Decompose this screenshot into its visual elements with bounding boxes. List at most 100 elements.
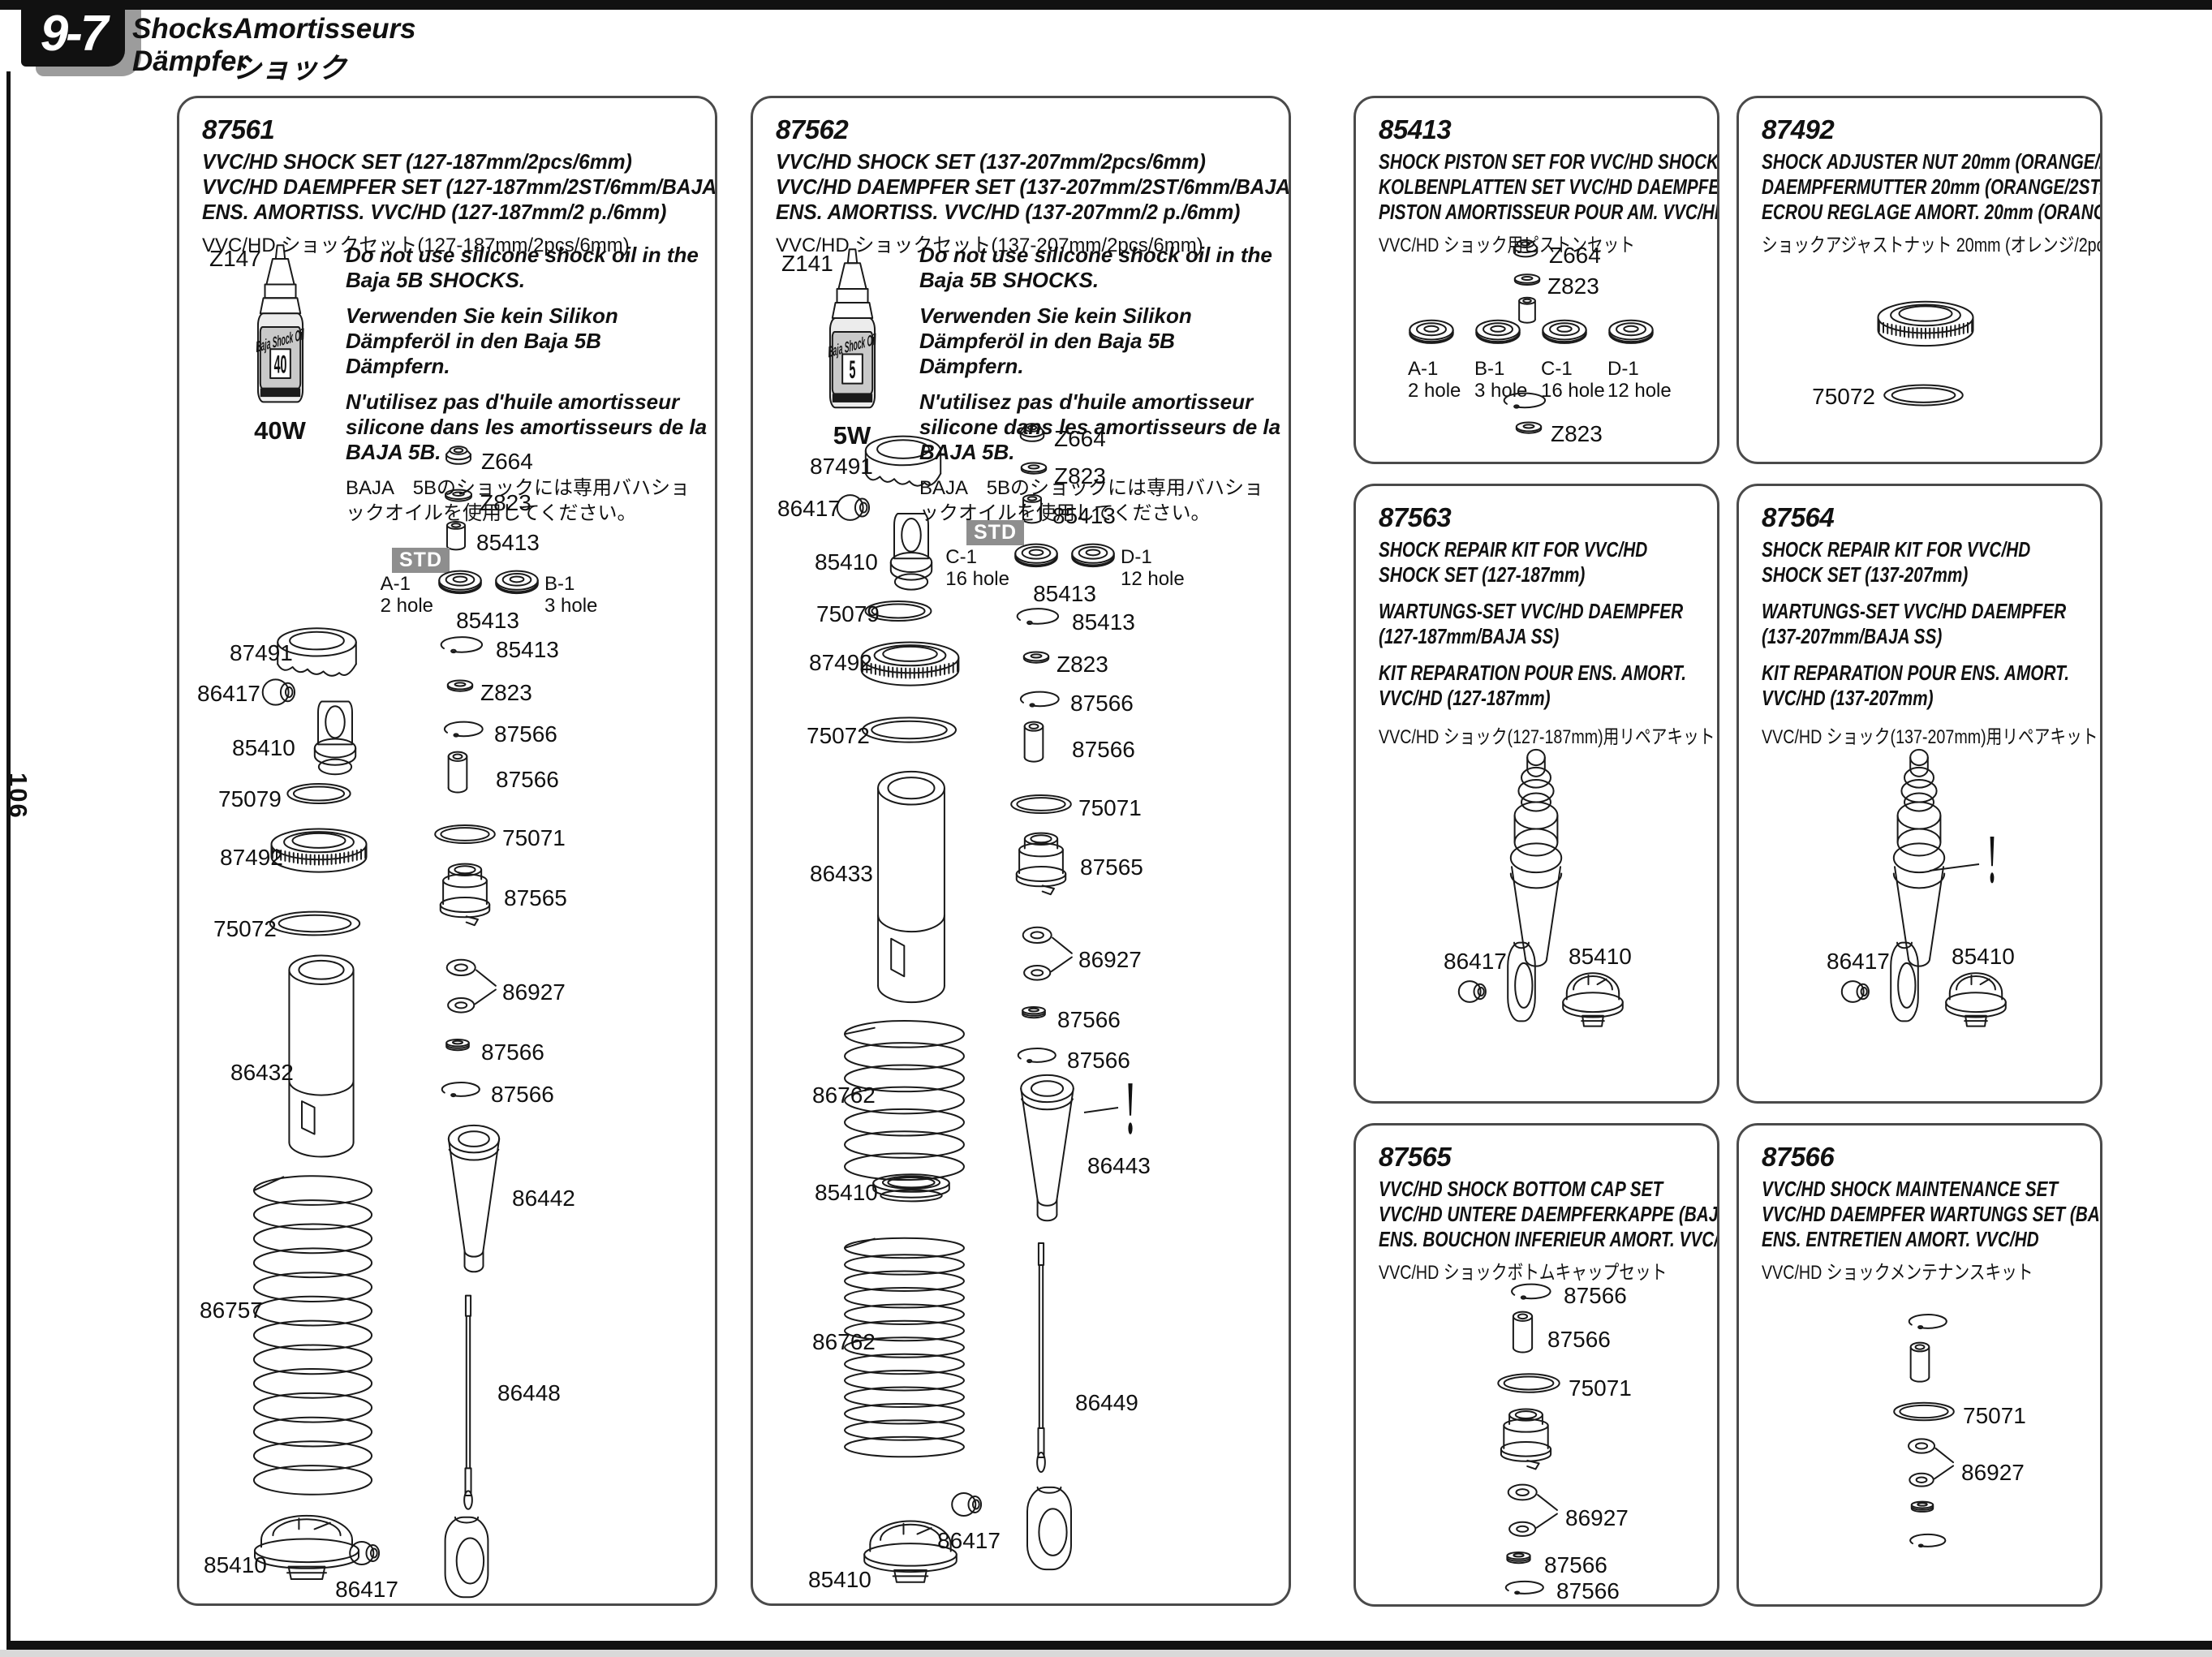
part-number-label: 87565 (504, 885, 567, 910)
part-piston-drawing (1607, 316, 1655, 351)
part-code: D-1 (1121, 546, 1152, 568)
part-piston-drawing (1408, 316, 1455, 351)
part-piston-drawing (1541, 316, 1588, 351)
part-number-label: 86762 (812, 1329, 876, 1354)
panel-title-line: VVC/HD UNTERE DAEMPFERKAPPE (BAJA SS) (1379, 1202, 1719, 1226)
panel-title-line: SHOCK ADJUSTER NUT 20mm (ORANGE/2pcs) (1762, 149, 2100, 174)
part-bushing-drawing (1513, 296, 1541, 325)
part-ball-drawing (258, 669, 304, 715)
page-left-border (6, 71, 11, 1650)
panel-title-line: SHOCK SET (137-207mm) (1762, 562, 1969, 587)
part-number-label: 85410 (204, 1552, 267, 1577)
part-cyl-drawing (441, 751, 475, 796)
part-number-label: Z823 (1551, 421, 1603, 446)
part-washer-drawing (445, 676, 476, 697)
part-piston-drawing (1013, 540, 1059, 575)
panel-title-line: SHOCK SET (127-187mm) (1379, 562, 1586, 587)
part-bushing-drawing (441, 520, 471, 553)
part-ball-drawing (1455, 973, 1494, 1010)
panel-title-line: PISTON AMORTISSEUR POUR AM. VVC/HD (1379, 200, 1719, 224)
part-number-label: 86448 (497, 1380, 561, 1405)
part-snapring-drawing (1495, 384, 1552, 416)
part-oring-drawing (863, 591, 934, 631)
part-oring-drawing (1009, 785, 1074, 823)
part-number-label: 85410 (808, 1567, 871, 1592)
part-piston-drawing (494, 566, 540, 601)
panel-title-line: VVC/HD SHOCK MAINTENANCE SET (1762, 1177, 2059, 1201)
part-oring-drawing (433, 816, 497, 853)
part-number-label: 86927 (1565, 1505, 1629, 1530)
part-snapring-drawing (433, 627, 489, 661)
panel-title-line: ECROU REGLAGE AMORT. 20mm (ORANGE/2p.) (1762, 200, 2102, 224)
part-smallwasher-drawing (1500, 1547, 1538, 1572)
part-rodend_bottom-drawing (1013, 1482, 1086, 1575)
warning-fr: N'utilisez pas d'huile amortisseur silic… (919, 390, 1281, 464)
part-number-label: 87566 (1547, 1327, 1611, 1352)
part-piston-drawing (437, 566, 483, 601)
part-washer-drawing (1513, 418, 1544, 439)
part-number-heading: 87561 (202, 114, 275, 144)
part-washer-drawing (1018, 458, 1049, 480)
part-shaft-drawing (450, 1291, 486, 1518)
part-holes: 3 hole (544, 595, 598, 617)
part-number-label: Z664 (1549, 243, 1601, 268)
part-spring7-drawing (837, 1023, 972, 1177)
part-holes: 16 hole (945, 568, 1009, 590)
part-number-label: 86417 (937, 1528, 1001, 1553)
part-number-label: 86417 (1444, 949, 1507, 974)
part-washer-drawing (442, 485, 475, 507)
part-number-label: 75072 (213, 916, 277, 941)
panel-title-87561: 87561 VVC/HD SHOCK SET (127-187mm/2pcs/6… (202, 114, 717, 257)
panel-title-line: KOLBENPLATTEN SET VVC/HD DAEMPFER (BAJA … (1379, 174, 1719, 199)
part-rodend_bottom-drawing (1499, 937, 1544, 1026)
part-rodend_top-drawing (877, 504, 945, 601)
part-adjnut-drawing (856, 631, 964, 704)
title-jp: VVC/HD ショックボトムキャップセット (1379, 1262, 1668, 1284)
part-number-label: 85413 (1052, 503, 1116, 528)
part-oring_pair-drawing (1502, 1481, 1559, 1544)
top-rule-bar (0, 0, 2212, 10)
part-number-label: 87566 (494, 721, 557, 747)
title-jp: VVC/HD ショック(127-187mm)用リペアキット (1379, 726, 1715, 748)
part-number-label: Z823 (1054, 463, 1106, 488)
warning-fr: N'utilisez pas d'huile amortisseur silic… (346, 390, 708, 464)
part-code: D-1 (1607, 358, 1639, 380)
part-body-drawing (273, 953, 370, 1159)
part-number-label: 75071 (502, 825, 566, 850)
part-oring-drawing (266, 899, 364, 948)
part-number-label: 87492 (220, 845, 283, 870)
part-number-label: 75079 (218, 786, 282, 811)
part-holes: 12 hole (1607, 380, 1672, 402)
part-number-label: Z823 (480, 490, 531, 515)
part-holes: 12 hole (1121, 568, 1185, 590)
header-title-fr: Amortisseurs (233, 13, 416, 45)
panel-title-line: ENS. ENTRETIEN AMORT. VVC/HD (1762, 1227, 2039, 1251)
part-capnut-drawing (859, 431, 948, 507)
panel-title-line: VVC/HD SHOCK SET (127-187mm/2pcs/6mm) (202, 149, 632, 174)
part-number-label: 85413 (496, 637, 559, 662)
part-number-label: 85410 (815, 1180, 878, 1205)
part-cartridge-drawing (431, 861, 499, 934)
part-number-label: 75071 (1078, 795, 1142, 820)
title-lines: SHOCK ADJUSTER NUT 20mm (ORANGE/2pcs)DAE… (1762, 149, 2102, 225)
part-boot-drawing (441, 1124, 507, 1275)
panel-title-87562: 87562 VVC/HD SHOCK SET (137-207mm/2pcs/6… (776, 114, 1289, 257)
part-number-label: 86417 (335, 1577, 398, 1602)
panel-title-line: VVC/HD DAEMPFER SET (127-187mm/2ST/6mm/B… (202, 174, 717, 199)
part-oring-drawing (859, 704, 960, 755)
part-washer-drawing (1021, 648, 1052, 669)
